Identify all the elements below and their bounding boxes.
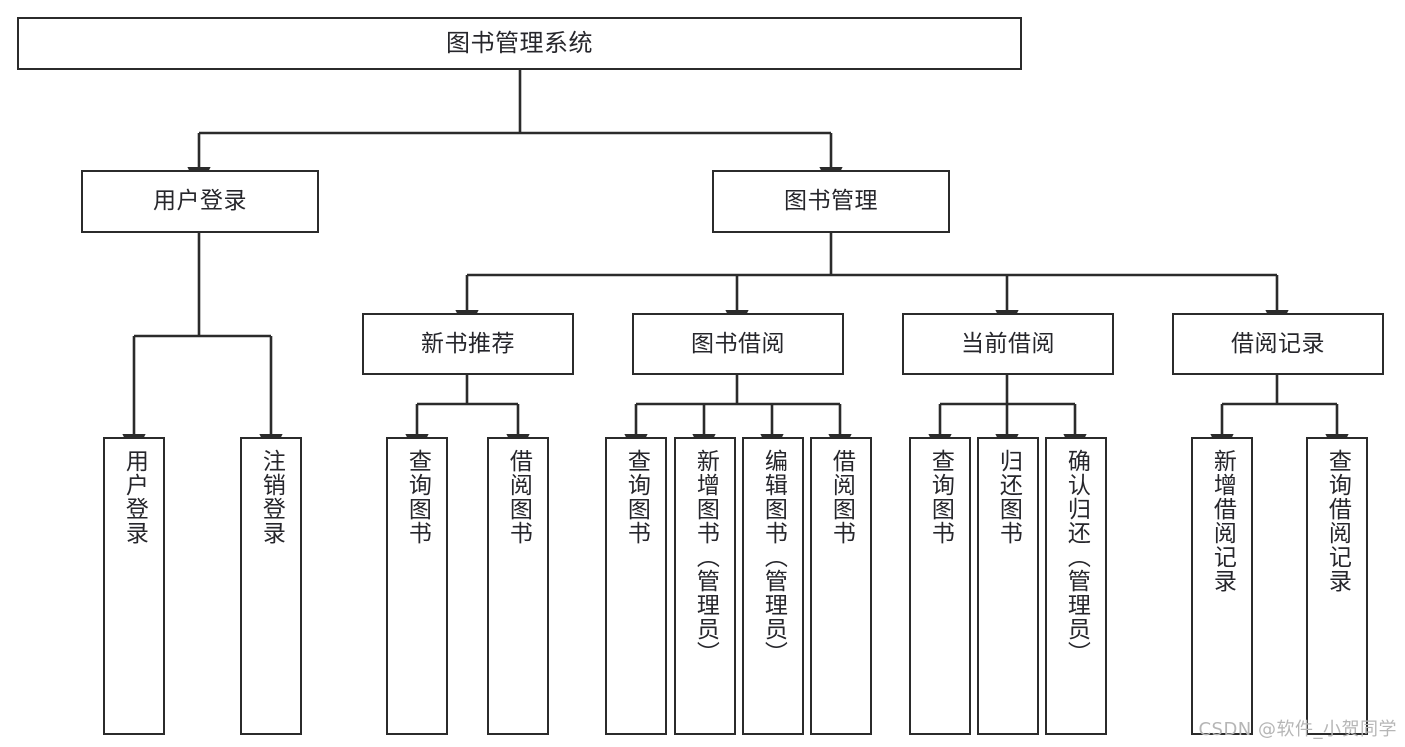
node-root-book-management-system[interactable]: 图书管理系统 (17, 17, 1022, 70)
leaf-borrow-book-borrow[interactable]: 借阅图书 (810, 437, 872, 735)
node-label: 用户登录 (153, 188, 247, 215)
node-label: 查询借阅记录 (1324, 449, 1351, 593)
node-label: 查询图书 (623, 449, 650, 545)
node-book-manage[interactable]: 图书管理 (712, 170, 950, 233)
node-label: 借阅记录 (1231, 330, 1325, 357)
leaf-query-book-current[interactable]: 查询图书 (909, 437, 971, 735)
leaf-user-logout[interactable]: 注销登录 (240, 437, 302, 735)
leaf-edit-book-admin[interactable]: 编辑图书（管理员） (742, 437, 804, 735)
node-label: 图书管理 (784, 188, 878, 215)
leaf-query-book-new-recommend[interactable]: 查询图书 (386, 437, 448, 735)
node-label: 归还图书 (995, 449, 1022, 545)
node-label: 确认归还（管理员） (1063, 449, 1090, 665)
node-label: 图书借阅 (691, 330, 785, 357)
node-label: 查询图书 (927, 449, 954, 545)
node-label: 图书管理系统 (446, 29, 593, 58)
node-label: 查询图书 (404, 449, 431, 545)
csdn-watermark: CSDN @软件_小贺同学 (1198, 719, 1397, 740)
leaf-confirm-return-admin[interactable]: 确认归还（管理员） (1045, 437, 1107, 735)
node-label: 新增借阅记录 (1209, 449, 1236, 593)
node-label: 注销登录 (258, 449, 285, 545)
node-label: 用户登录 (121, 449, 148, 545)
leaf-query-book-borrow[interactable]: 查询图书 (605, 437, 667, 735)
node-label: 当前借阅 (961, 330, 1055, 357)
node-new-book-recommend[interactable]: 新书推荐 (362, 313, 574, 375)
leaf-user-login[interactable]: 用户登录 (103, 437, 165, 735)
node-user-login[interactable]: 用户登录 (81, 170, 319, 233)
node-label: 编辑图书（管理员） (760, 449, 787, 665)
node-label: 新增图书（管理员） (692, 449, 719, 665)
node-label: 新书推荐 (421, 330, 515, 357)
leaf-add-borrow-record[interactable]: 新增借阅记录 (1191, 437, 1253, 735)
leaf-borrow-book-new-recommend[interactable]: 借阅图书 (487, 437, 549, 735)
leaf-query-borrow-record[interactable]: 查询借阅记录 (1306, 437, 1368, 735)
leaf-return-book[interactable]: 归还图书 (977, 437, 1039, 735)
node-borrow-record[interactable]: 借阅记录 (1172, 313, 1384, 375)
leaf-add-book-admin[interactable]: 新增图书（管理员） (674, 437, 736, 735)
node-book-borrow[interactable]: 图书借阅 (632, 313, 844, 375)
node-label: 借阅图书 (505, 449, 532, 545)
node-current-borrow[interactable]: 当前借阅 (902, 313, 1114, 375)
node-label: 借阅图书 (828, 449, 855, 545)
